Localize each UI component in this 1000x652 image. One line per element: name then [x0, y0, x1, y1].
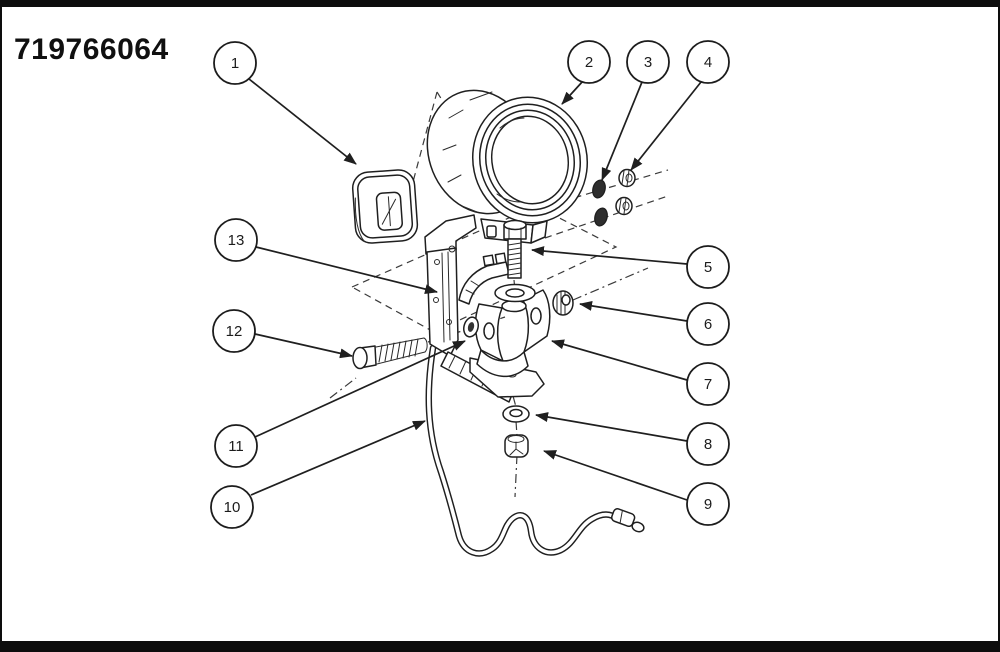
callout-9-label: 9	[704, 496, 712, 513]
small-nut-lower	[615, 196, 633, 216]
pivot-bracket-drawing	[469, 289, 551, 398]
callout-10: 10	[210, 485, 254, 529]
rubber-pad-drawing	[351, 169, 419, 244]
base-washer-drawing	[502, 405, 530, 423]
callout-9: 9	[686, 482, 730, 526]
callout-7-label: 7	[704, 376, 712, 393]
bolt-drawing	[503, 219, 527, 279]
cable-connector	[610, 508, 636, 528]
callout-4: 4	[686, 40, 730, 84]
callout-5: 5	[686, 245, 730, 289]
callout-12-label: 12	[226, 323, 243, 340]
callout-1: 1	[213, 41, 257, 85]
callout-6: 6	[686, 302, 730, 346]
callout-11: 11	[214, 424, 258, 468]
callout-5-label: 5	[704, 259, 712, 276]
small-nut-upper	[618, 168, 636, 188]
wiring-cable-drawing	[425, 344, 645, 557]
lamp-drawing	[426, 89, 589, 244]
callout-3-label: 3	[644, 54, 652, 71]
callouts: 1 2 3 4 5 6 7 8	[210, 40, 730, 529]
upper-washer-drawing	[494, 283, 536, 303]
left-edge	[0, 7, 2, 641]
side-washer-drawing	[463, 316, 479, 338]
callout-6-label: 6	[704, 316, 712, 333]
callout-13: 13	[214, 218, 258, 262]
callout-8: 8	[686, 422, 730, 466]
base-nut-drawing	[504, 434, 529, 458]
leader-lines	[248, 78, 702, 501]
top-bar	[0, 0, 1000, 7]
callout-7: 7	[686, 362, 730, 406]
bottom-bar	[0, 641, 1000, 652]
callout-13-label: 13	[228, 232, 245, 249]
lock-washer-lower	[594, 207, 608, 227]
callout-1-label: 1	[231, 55, 239, 72]
right-edge	[998, 7, 1000, 641]
callout-8-label: 8	[704, 436, 712, 453]
callout-10-label: 10	[224, 499, 241, 516]
callout-11-label: 11	[228, 438, 244, 455]
part-number-title: 719766064	[14, 33, 169, 66]
screw-drawing	[352, 337, 428, 370]
lock-washer-upper	[592, 179, 606, 199]
callout-4-label: 4	[704, 54, 712, 71]
callout-12: 12	[212, 309, 256, 353]
callout-3: 3	[626, 40, 670, 84]
callout-2: 2	[567, 40, 611, 84]
flange-nut-drawing	[552, 290, 574, 316]
callout-2-label: 2	[585, 54, 593, 71]
small-fasteners-drawing	[592, 168, 636, 227]
